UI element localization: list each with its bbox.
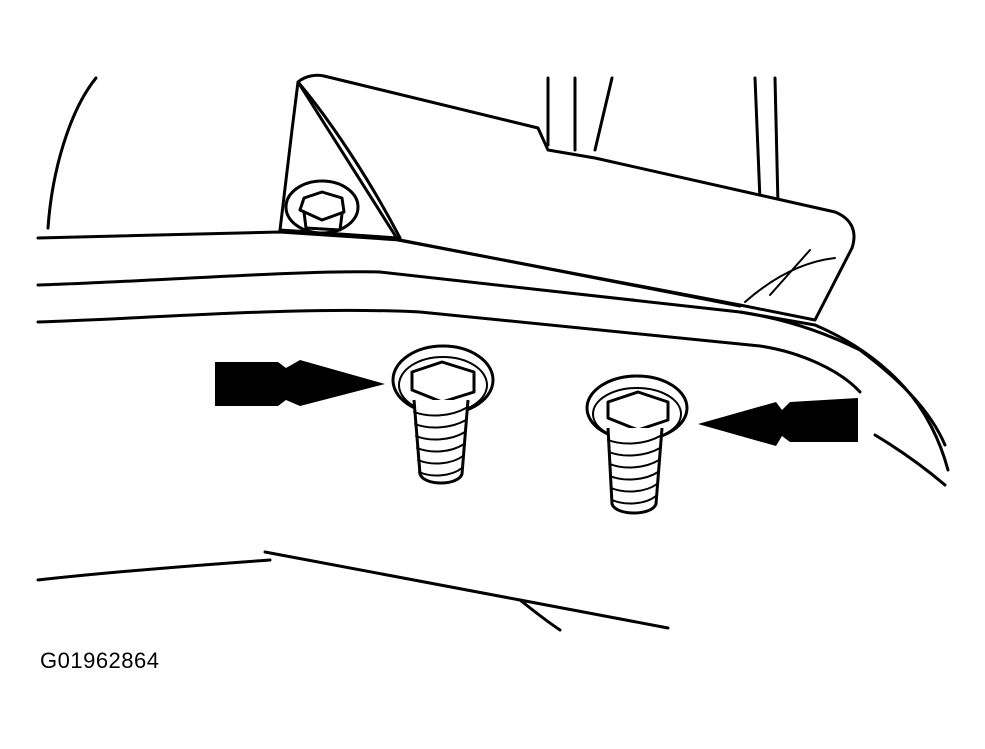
- figure-id-label: G01962864: [40, 648, 160, 673]
- housing-contour: [46, 76, 98, 230]
- frame-rails: [36, 230, 950, 632]
- bolt-icon: [585, 374, 689, 515]
- upright-supports: [546, 76, 780, 207]
- arrow-left-icon: [698, 398, 858, 446]
- arrow-right-icon: [215, 360, 385, 406]
- mounting-bracket: [278, 73, 856, 322]
- bracket-bolt-head: [284, 179, 360, 235]
- bolt-icon: [391, 344, 495, 485]
